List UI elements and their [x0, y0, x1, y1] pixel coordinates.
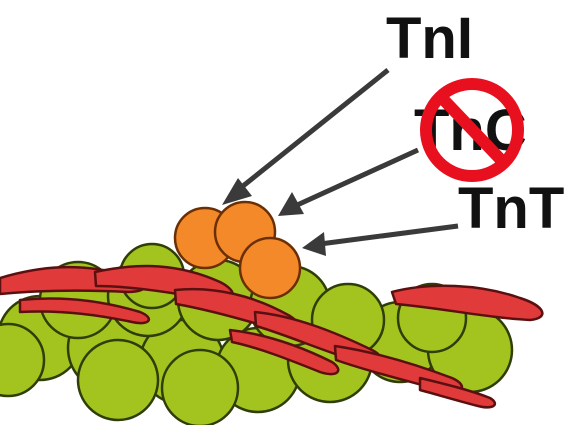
arrow-tnt-head	[302, 232, 326, 256]
label-tnt: TnT	[458, 176, 564, 241]
arrow-tnc	[295, 150, 418, 206]
actin-monomer	[162, 350, 238, 425]
troponin-t-subunit	[240, 238, 300, 298]
actin-monomer	[78, 340, 158, 420]
label-tni: TnI	[386, 6, 473, 71]
arrow-tnt	[320, 226, 458, 244]
